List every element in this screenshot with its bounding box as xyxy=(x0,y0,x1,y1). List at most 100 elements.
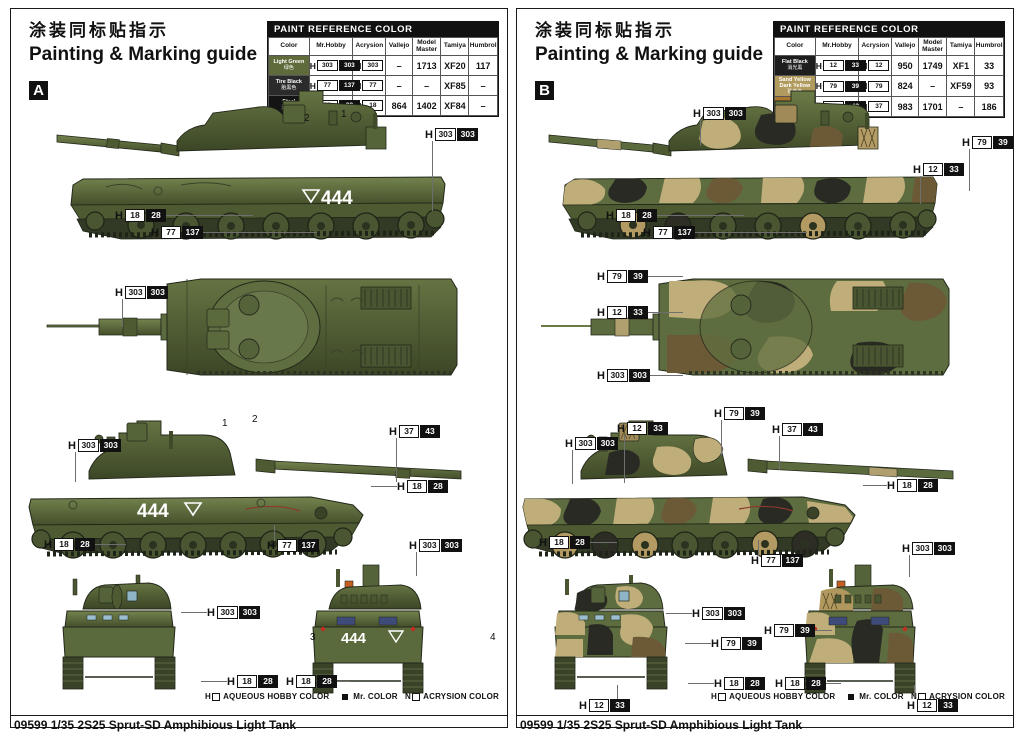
callout-prefix: H xyxy=(579,699,587,712)
callout-prefix: H xyxy=(207,606,215,619)
tank-side-view-left-facing-a: 444 xyxy=(28,420,462,559)
callout-leader-line xyxy=(914,685,915,699)
callout-code-light: 303 xyxy=(574,437,597,450)
callout-code-dark: 28 xyxy=(316,675,337,688)
paint-code-tamiya: XF20 xyxy=(440,55,470,76)
callout-code-light: 18 xyxy=(124,209,145,222)
paint-name-en: Sand Yellow Dark Yellow xyxy=(778,77,811,90)
callout-code-light: 303 xyxy=(702,107,725,120)
callout-code-light: 77 xyxy=(276,539,297,552)
legend-h-prefix-b: H xyxy=(710,692,717,701)
callout-leader-line xyxy=(432,141,433,211)
title-english-b: Painting & Marking guide xyxy=(535,44,764,66)
callout-leader-line xyxy=(122,299,123,327)
callout-prefix: H xyxy=(227,675,235,688)
panel-variant-a: 涂装同标贴指示 Painting & Marking guide A PAINT… xyxy=(10,8,508,728)
paint-reference-table-b: PAINT REFERENCE COLOR Color Mr.Hobby Acr… xyxy=(773,21,1005,119)
paint-code-humbrol: 93 xyxy=(974,74,1004,98)
callout-code-dark: 43 xyxy=(419,425,440,438)
callout-leader-line xyxy=(648,215,744,216)
callout-prefix: H xyxy=(151,226,159,239)
callout-code-dark: 137 xyxy=(181,226,204,239)
callout-prefix: H xyxy=(907,699,915,712)
callout-leader-line xyxy=(643,375,683,376)
paint-name-cn: 消光黑 xyxy=(787,64,803,71)
callout-code-light: 303 xyxy=(606,369,629,382)
callout-code-light: 18 xyxy=(295,675,316,688)
callout-code-light: 18 xyxy=(548,536,569,549)
callout-code-light: 303 xyxy=(911,542,934,555)
callout-code-dark: 39 xyxy=(794,624,815,637)
callout-code-dark: 303 xyxy=(724,607,746,620)
callout-leader-line xyxy=(689,232,807,233)
tank-side-view-left-facing-b xyxy=(522,420,954,559)
callout-prefix: H xyxy=(711,637,719,650)
callout-prefix: H xyxy=(693,107,701,120)
callout-leader-line xyxy=(666,613,692,614)
callout-code-dark: 137 xyxy=(297,539,320,552)
callout-code-dark: 43 xyxy=(802,423,823,436)
paint-name-en: Tire Black xyxy=(275,79,302,86)
callout-code-light: 79 xyxy=(773,624,794,637)
callout-leader-line xyxy=(817,683,841,684)
legend-mrcolor-label-b: Mr. COLOR xyxy=(859,692,904,701)
callout-prefix: H xyxy=(597,270,605,283)
callout-code-dark: 28 xyxy=(569,536,590,549)
page-title: 涂装同标贴指示 Painting & Marking guide xyxy=(29,21,257,67)
paint-code-vallejo: 824 xyxy=(891,74,919,98)
callout-prefix: H xyxy=(115,286,123,299)
callout-leader-line xyxy=(86,544,126,545)
legend-aqueous-label: AQUEOUS HOBBY COLOR xyxy=(223,692,330,701)
callout-prefix: H xyxy=(565,437,573,450)
legend-square-icon-b xyxy=(717,692,726,701)
callout-prefix: H xyxy=(643,226,651,239)
callout-prefix: H xyxy=(714,407,722,420)
callout-code-light: 77 xyxy=(760,554,781,567)
callout-code-dark: 28 xyxy=(805,677,826,690)
tank-side-view-right-facing-a: 444 xyxy=(56,90,446,240)
legend-n-prefix: N xyxy=(405,692,412,701)
callout-prefix: H xyxy=(887,479,895,492)
callout-prefix: H xyxy=(68,439,76,452)
footer-divider-left xyxy=(10,714,508,716)
paint-code-tamiya: XF84 xyxy=(440,95,470,116)
callout-prefix: H xyxy=(539,536,547,549)
paint-code-vallejo: 983 xyxy=(891,96,919,118)
callout-prefix: H xyxy=(962,136,970,149)
footer-kit-info-right: 09599 1/35 2S25 Sprut-SD Amphibious Ligh… xyxy=(520,718,803,732)
callout-code-light: 18 xyxy=(53,538,74,551)
callout-leader-line xyxy=(371,486,397,487)
callout-code-dark: 28 xyxy=(744,677,765,690)
callout-leader-line xyxy=(396,438,397,482)
part-number-label: 4 xyxy=(490,632,496,643)
hull-number-a: 444 xyxy=(321,188,353,209)
callout-leader-line xyxy=(581,542,617,543)
panel-variant-b: 涂装同标贴指示 Painting & Marking guide B PAINT… xyxy=(516,8,1014,728)
callout-code-dark: 33 xyxy=(609,699,630,712)
